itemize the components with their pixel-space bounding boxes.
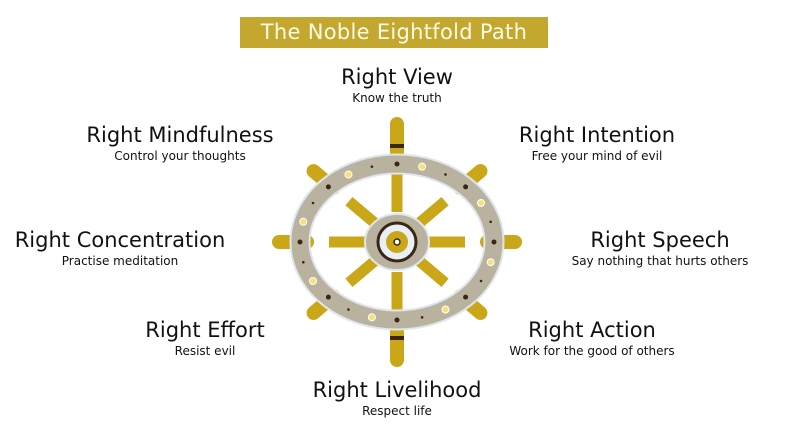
spoke xyxy=(345,196,380,229)
rim-light xyxy=(367,313,376,322)
path-desc: Practise meditation xyxy=(61,254,179,268)
spoke xyxy=(414,255,449,288)
path-name: Right Concentration xyxy=(14,228,226,252)
rim-stud xyxy=(297,239,303,245)
path-name: Right Mindfulness xyxy=(86,123,274,147)
rim-stud xyxy=(394,317,400,323)
rim-light xyxy=(299,217,308,226)
rim-light xyxy=(308,277,317,285)
rim-stud xyxy=(325,184,331,190)
path-name: Right Livelihood xyxy=(312,378,482,402)
rim-light xyxy=(477,199,486,207)
rim-light xyxy=(486,258,495,267)
rim-stud xyxy=(489,220,492,224)
hub-center xyxy=(393,238,401,246)
rim-stud xyxy=(325,294,331,300)
path-desc: Control your thoughts xyxy=(114,149,246,163)
path-desc: Know the truth xyxy=(352,91,442,105)
spoke xyxy=(345,255,380,288)
rim-stud xyxy=(463,294,469,300)
rim-stud xyxy=(311,201,315,205)
rim-stud xyxy=(479,279,483,283)
rim-light xyxy=(418,162,427,171)
rim-stud xyxy=(394,161,400,167)
path-desc: Free your mind of evil xyxy=(531,149,663,163)
rim-stud xyxy=(347,308,350,311)
rim-light xyxy=(344,170,353,179)
rim-stud xyxy=(420,316,424,319)
path-desc: Say nothing that hurts others xyxy=(571,254,749,268)
path-desc: Resist evil xyxy=(174,344,236,358)
path-desc: Work for the good of others xyxy=(509,344,675,358)
path-name: Right Effort xyxy=(145,318,265,342)
spoke xyxy=(414,196,449,229)
path-name: Right Action xyxy=(528,318,656,342)
rim-stud xyxy=(302,260,305,264)
rim-stud xyxy=(370,165,374,168)
path-name: Right Intention xyxy=(518,123,676,147)
rim-stud xyxy=(463,184,469,190)
path-name: Right Speech xyxy=(590,228,730,252)
rim-stud xyxy=(491,239,497,245)
rim-light xyxy=(441,305,450,314)
rim-stud xyxy=(444,173,447,176)
path-desc: Respect life xyxy=(362,404,432,418)
title-banner: The Noble Eightfold Path xyxy=(240,17,548,48)
path-name: Right View xyxy=(341,65,453,89)
